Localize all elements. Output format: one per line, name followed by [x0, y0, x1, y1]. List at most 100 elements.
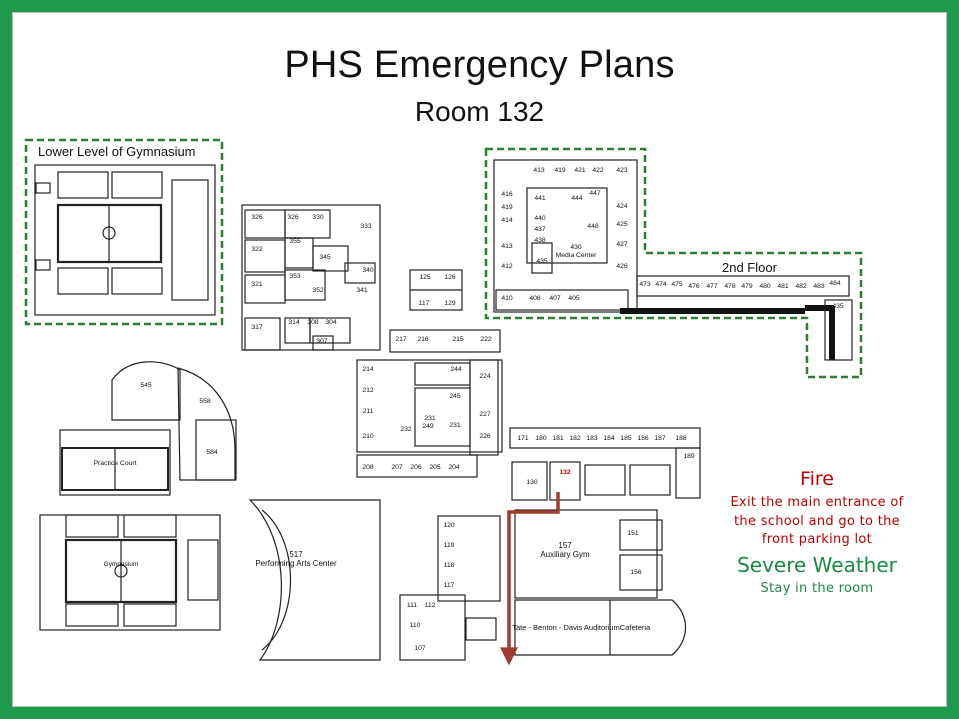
- room-label: 476: [688, 283, 700, 290]
- room-label: 483: [813, 283, 825, 290]
- wing-200: [356, 269, 503, 478]
- room-label: 474: [655, 281, 667, 288]
- room-label: 410: [501, 295, 513, 302]
- room-label: 110: [410, 622, 421, 629]
- room-label: 226: [479, 433, 491, 440]
- room-label: 112: [425, 602, 436, 609]
- room-label: 322: [251, 246, 263, 253]
- room-label: 427: [616, 241, 628, 248]
- room-label: 545: [140, 382, 152, 389]
- room-label: 326: [251, 214, 263, 221]
- fire-instructions: Exit the main entrance of the school and…: [730, 495, 904, 547]
- fire-heading: Fire: [800, 468, 834, 490]
- room-label: 355: [289, 238, 301, 245]
- room-label: 189: [683, 453, 695, 460]
- room-label: 307: [316, 338, 328, 345]
- room-label: 481: [777, 283, 789, 290]
- room-label: 478: [724, 283, 736, 290]
- gym-lower-level-inset: Lower Level of Gymnasium: [24, 138, 224, 326]
- room-label: 206: [410, 464, 422, 471]
- room-label: 216: [417, 336, 429, 343]
- room-label: 231: [424, 415, 436, 422]
- room-label: 421: [574, 167, 586, 174]
- room-label: 180: [535, 435, 547, 442]
- room-labels: 413 419 421 422 423 416 441 447 419 444 …: [93, 167, 843, 652]
- room-label: 308: [307, 319, 319, 326]
- room-label: 126: [444, 274, 456, 281]
- gym-inset-title: Lower Level of Gymnasium: [38, 144, 196, 159]
- room-label: 321: [251, 281, 263, 288]
- room-label: Tate - Benton - Davis Auditorium: [512, 623, 620, 632]
- room-label: 117: [419, 300, 430, 307]
- room-label: 441: [534, 195, 546, 202]
- room-label: 185: [620, 435, 632, 442]
- room-label: 227: [479, 411, 491, 418]
- room-label: Gymnasium: [104, 561, 139, 568]
- room-label: 437: [534, 226, 546, 233]
- room-label: 212: [362, 387, 374, 394]
- room-label: 413: [533, 167, 545, 174]
- room-label: 130: [526, 479, 538, 486]
- room-label: 447: [589, 190, 601, 197]
- room-label: 414: [501, 217, 513, 224]
- room-label: 419: [501, 204, 513, 211]
- room-label: 352: [312, 287, 324, 294]
- room-label: 187: [654, 435, 666, 442]
- room-label: 407: [549, 295, 561, 302]
- room-label: 340: [362, 267, 374, 274]
- room-label: 157: [558, 541, 572, 550]
- room-label: 440: [534, 215, 546, 222]
- room-label: 435: [536, 258, 548, 265]
- room-label: 412: [501, 263, 513, 270]
- room-label: 425: [616, 221, 628, 228]
- room-label: 422: [592, 167, 604, 174]
- room-label: 171: [517, 435, 529, 442]
- room-label: 482: [795, 283, 807, 290]
- room-label: 426: [616, 263, 628, 270]
- room-label: 208: [362, 464, 374, 471]
- room-label: 120: [443, 522, 455, 529]
- room-label: 204: [448, 464, 460, 471]
- room-label: 430: [570, 244, 582, 251]
- room-label: 217: [395, 336, 407, 343]
- room-label: 304: [325, 319, 337, 326]
- room-label: 584: [206, 449, 218, 456]
- room-label: 341: [356, 287, 368, 294]
- room-label: 125: [419, 274, 431, 281]
- room-label: 480: [759, 283, 771, 290]
- room-label: 214: [362, 366, 374, 373]
- room-label: 438: [534, 237, 546, 244]
- room-label: 111: [407, 602, 418, 609]
- room-label: 222: [480, 336, 492, 343]
- room-label: 345: [319, 254, 331, 261]
- room-label: 188: [675, 435, 687, 442]
- room-label: Performing Arts Center: [255, 559, 337, 568]
- room-label: 479: [741, 283, 753, 290]
- room-label: 118: [444, 562, 455, 569]
- room-label: 156: [630, 569, 642, 576]
- room-label: 419: [554, 167, 566, 174]
- room-label: 405: [568, 295, 580, 302]
- room-label: 207: [391, 464, 403, 471]
- room-label: 416: [501, 191, 513, 198]
- exit-arrow-icon: [500, 647, 518, 666]
- room-label: 423: [616, 167, 628, 174]
- main-gymnasium: [39, 514, 221, 631]
- room-label: 119: [444, 542, 455, 549]
- room-label: 211: [363, 408, 374, 415]
- second-floor-wing: 2nd Floor: [484, 147, 863, 379]
- room-label: 210: [362, 433, 374, 440]
- room-label: 444: [571, 195, 583, 202]
- room-label: 484: [829, 280, 841, 287]
- second-floor-title: 2nd Floor: [722, 260, 778, 275]
- room-label: 424: [616, 203, 628, 210]
- room-label: 129: [444, 300, 456, 307]
- room-label: 249: [422, 423, 434, 430]
- room-label: 413: [501, 243, 513, 250]
- severe-weather-heading: Severe Weather: [737, 553, 897, 577]
- wing-100: [399, 427, 701, 661]
- wing-500: [59, 361, 237, 496]
- room-label: 333: [360, 223, 372, 230]
- room-label: 205: [429, 464, 441, 471]
